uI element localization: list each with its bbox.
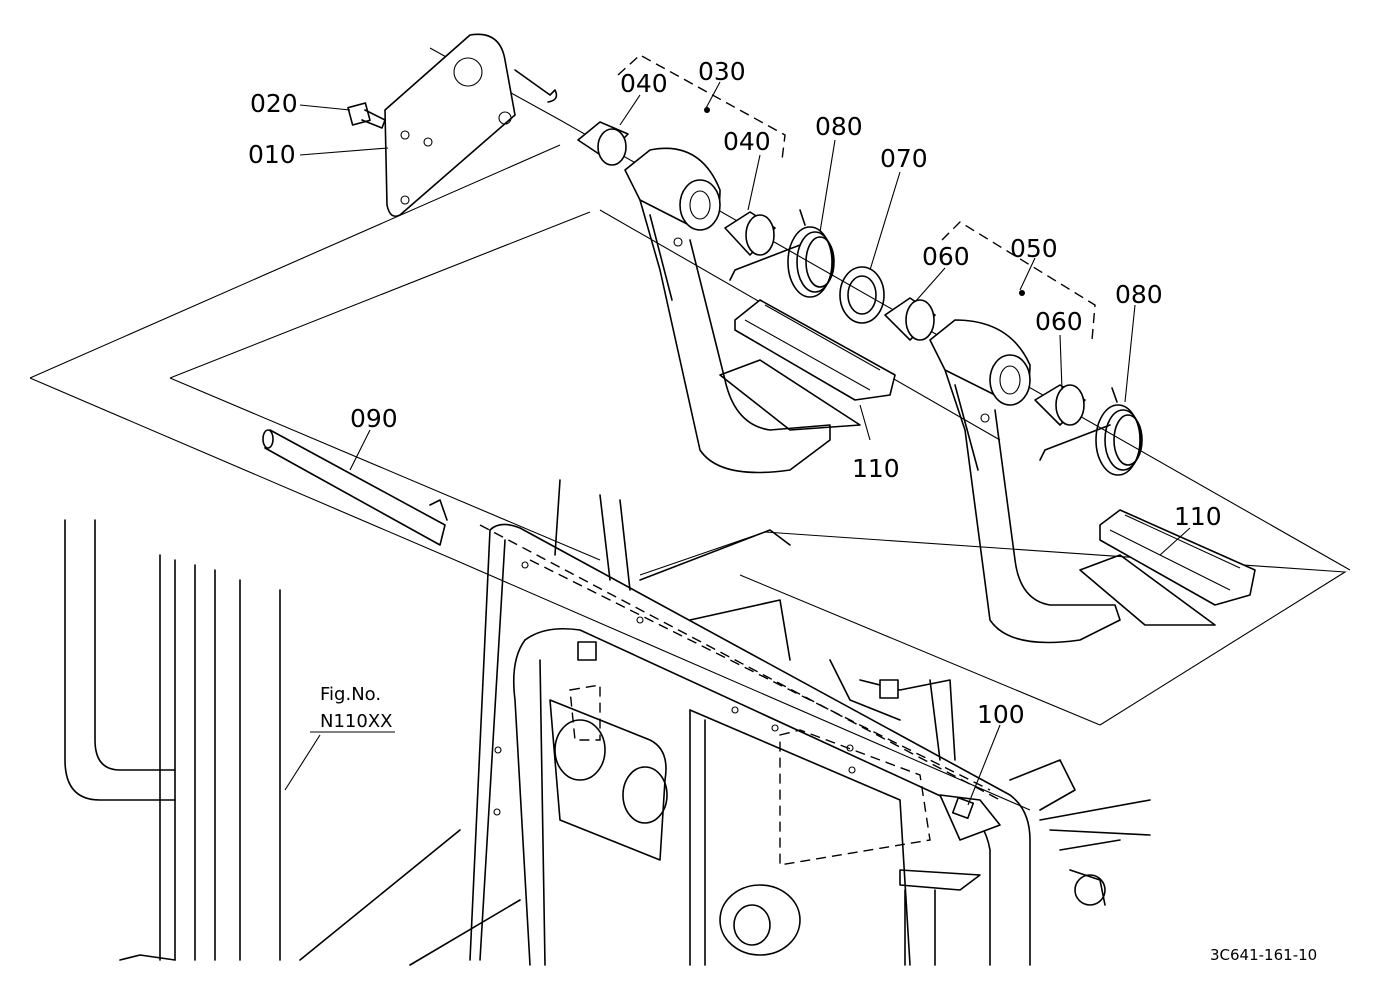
bolt-020 bbox=[347, 102, 386, 129]
callout-110-upper: 110 bbox=[852, 454, 900, 483]
callout-010: 010 bbox=[248, 140, 296, 169]
callout-030: 030 bbox=[698, 57, 746, 86]
callout-070: 070 bbox=[880, 144, 928, 173]
bushing-060-a bbox=[884, 297, 936, 341]
pedal-arm-050 bbox=[929, 319, 1121, 644]
callout-040-lower: 040 bbox=[723, 127, 771, 156]
callout-040-upper: 040 bbox=[620, 69, 668, 98]
spring-080-a bbox=[729, 209, 835, 298]
bracket-plate-010 bbox=[384, 33, 558, 218]
assembly-lines bbox=[29, 47, 1351, 811]
callout-110-lower: 110 bbox=[1174, 502, 1222, 531]
callout-080-upper: 080 bbox=[815, 112, 863, 141]
fig-ref-line1: Fig.No. bbox=[320, 684, 381, 705]
spring-080-b bbox=[1039, 387, 1143, 476]
bushing-040-b bbox=[724, 211, 776, 256]
callout-060-lower: 060 bbox=[1035, 307, 1083, 336]
bushing-060-b bbox=[1034, 384, 1086, 426]
callout-060-upper: 060 bbox=[922, 242, 970, 271]
pedal-pad-110-a bbox=[719, 299, 896, 431]
group-bracket-050 bbox=[941, 221, 1096, 341]
shaft-090 bbox=[262, 429, 448, 546]
callout-100: 100 bbox=[977, 700, 1025, 729]
bolt-100 bbox=[939, 794, 1001, 841]
callout-090: 090 bbox=[350, 404, 398, 433]
fig-ref-line2: N110XX bbox=[320, 711, 392, 732]
washer-070 bbox=[839, 266, 885, 324]
callout-080-lower: 080 bbox=[1115, 280, 1163, 309]
pedal-arm-030 bbox=[624, 147, 831, 474]
callout-020: 020 bbox=[250, 89, 298, 118]
pedal-pad-110-b bbox=[1079, 509, 1256, 626]
bushing-040-a bbox=[577, 121, 629, 166]
drawing-code: 3C641-161-10 bbox=[1210, 946, 1317, 964]
callout-050: 050 bbox=[1010, 234, 1058, 263]
leader-lines bbox=[284, 81, 1191, 806]
